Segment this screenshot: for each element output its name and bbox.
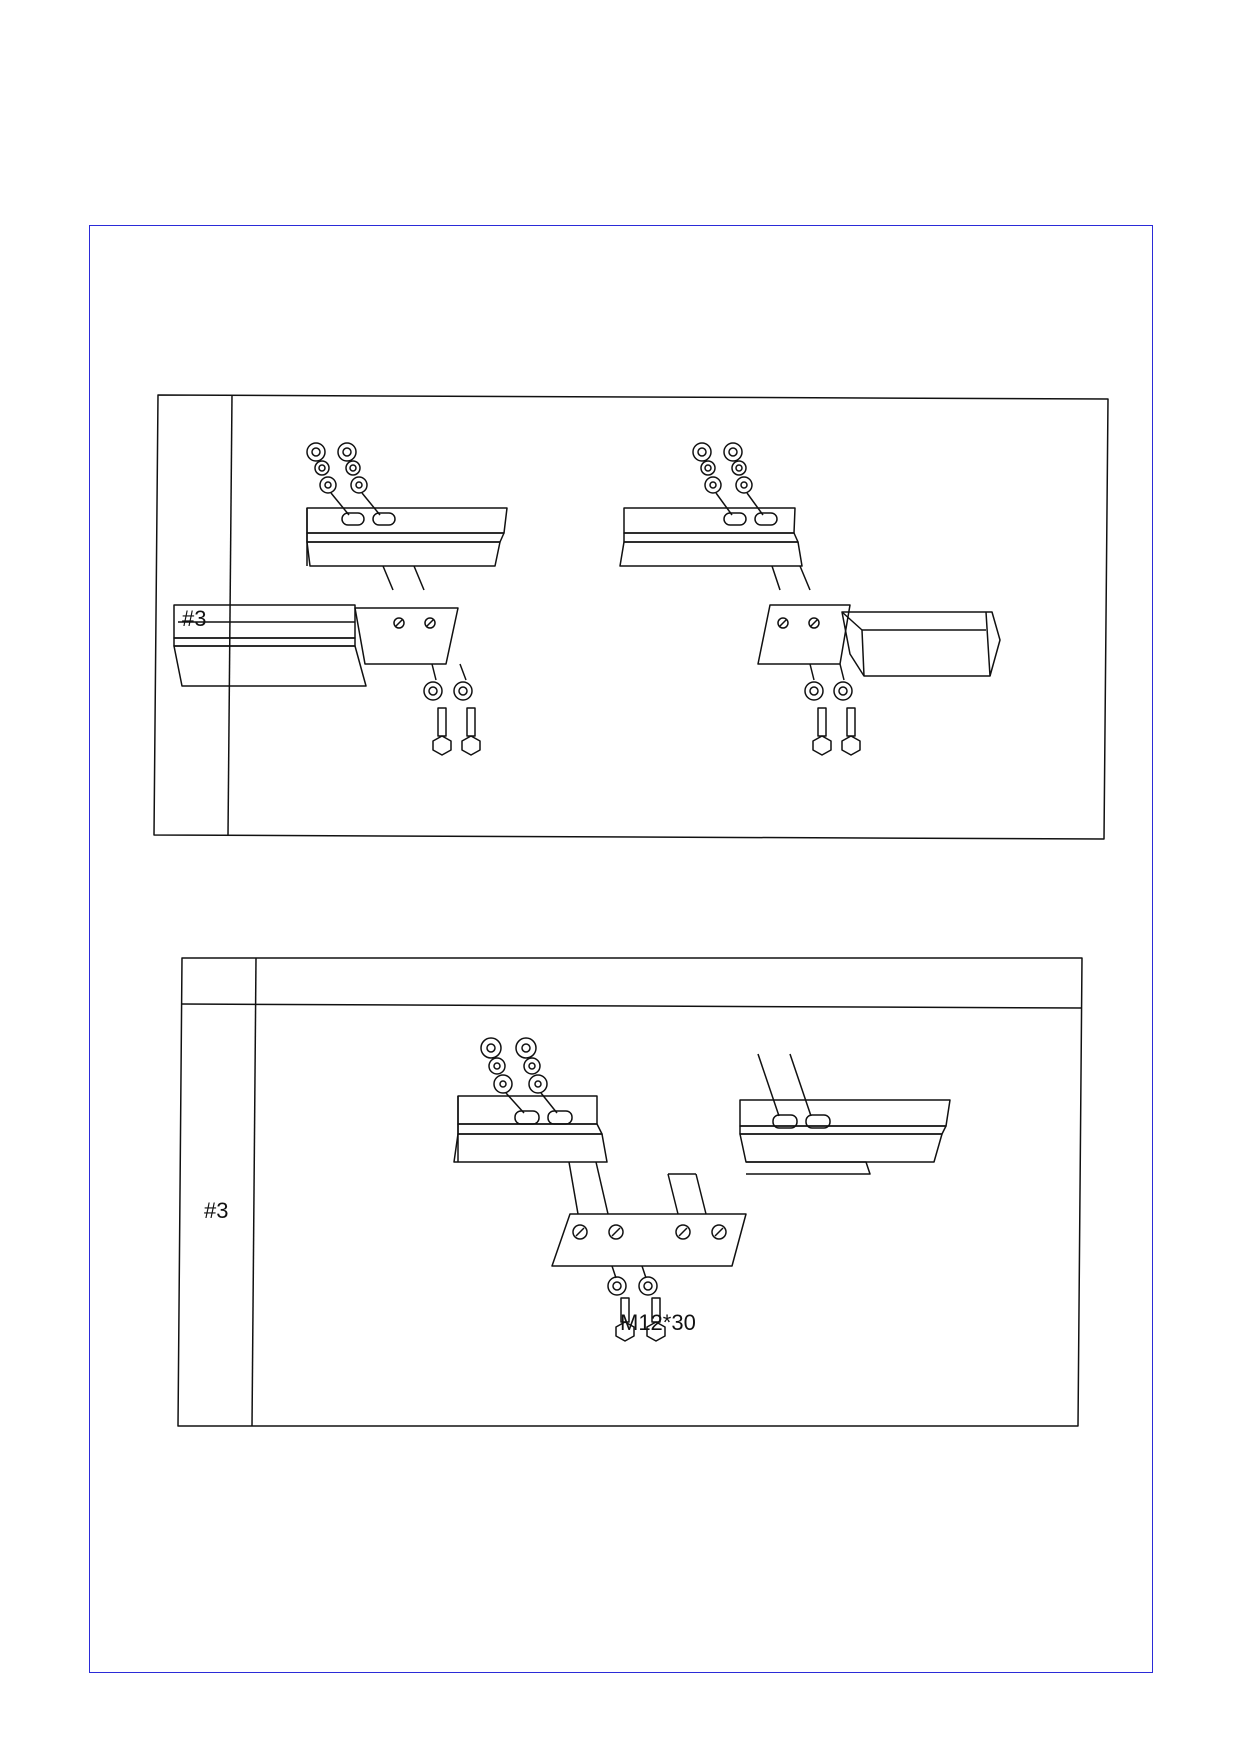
top-panel-border	[153, 394, 1109, 840]
bottom-diagram-svg	[177, 957, 1083, 1427]
top-left-bolt-1	[432, 707, 452, 756]
top-left-nut-stack-1	[306, 442, 350, 516]
bottom-splice-plate	[551, 1161, 747, 1267]
bolt-spec-label: M12*30	[620, 1310, 696, 1335]
top-right-bolt-2	[841, 707, 861, 756]
top-left-bolt-2	[461, 707, 481, 756]
page-frame	[89, 225, 1153, 1673]
bottom-right-channel	[739, 1053, 951, 1175]
top-panel-divider	[227, 394, 233, 836]
top-right-assembly	[619, 442, 1001, 756]
bottom-nut-stack-2	[515, 1037, 558, 1114]
top-right-nut-stack-2	[723, 442, 764, 516]
bottom-panel-label: #3	[204, 1198, 229, 1223]
bottom-panel-border	[177, 957, 1083, 1427]
top-right-bolt-1	[812, 707, 832, 756]
bottom-nut-stack-1	[480, 1037, 525, 1114]
top-left-assembly	[173, 442, 508, 756]
top-diagram-svg	[153, 394, 1109, 840]
top-diagram-panel: #3	[150, 390, 1116, 842]
bottom-bolt-1	[615, 1297, 635, 1342]
bottom-bolt-2	[646, 1297, 666, 1342]
bottom-diagram-panel: #3 M12*30	[176, 952, 1088, 1430]
bottom-left-channel	[453, 1095, 608, 1163]
top-left-nut-stack-2	[337, 442, 381, 516]
top-right-nut-stack-1	[692, 442, 733, 516]
bottom-panel-divider	[251, 957, 257, 1427]
bottom-panel-header-rule	[181, 1003, 1083, 1009]
top-panel-label: #3	[182, 606, 207, 631]
